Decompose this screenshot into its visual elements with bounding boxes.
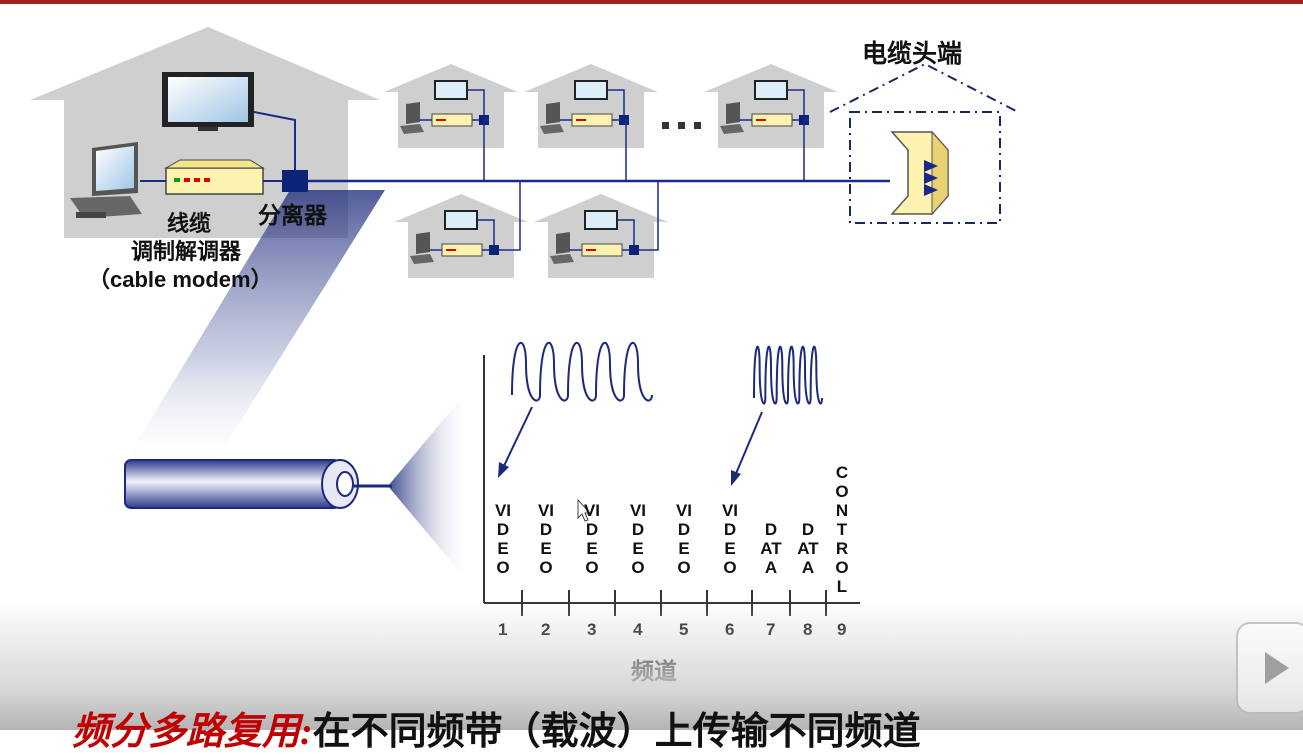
- carrier-wave-low: [511, 342, 653, 402]
- modem-icon: [140, 159, 282, 195]
- channel-label: VIDEO: [721, 501, 739, 577]
- channel-label: VIDEO: [537, 501, 555, 577]
- carrier-wave-high: [753, 345, 823, 405]
- play-button[interactable]: [1236, 622, 1303, 714]
- computer-icon: [70, 142, 142, 218]
- caption-title: 频分多路复用:: [72, 711, 313, 753]
- cable-label: 线缆: [167, 211, 212, 236]
- channel-label: VIDEO: [494, 501, 512, 577]
- channel-label: VIDEO: [629, 501, 647, 577]
- small-house: [534, 181, 668, 278]
- headend-house: [829, 62, 1019, 224]
- splitter-icon: [282, 170, 308, 192]
- small-house: [394, 181, 528, 278]
- arrow-to-channel-6: [731, 411, 763, 486]
- small-house: [704, 64, 838, 181]
- splitter-label: 分离器: [258, 202, 327, 228]
- play-icon: [1265, 652, 1289, 684]
- coax-cable-icon: [124, 388, 470, 584]
- mouse-cursor-icon: [577, 498, 592, 522]
- arrow-to-channel-1: [498, 406, 533, 478]
- top-rule: [0, 0, 1303, 4]
- channel-label: VIDEO: [583, 501, 601, 577]
- ellipsis-dots: [662, 122, 701, 129]
- channel-label: DATA: [797, 520, 819, 577]
- small-house: [524, 64, 658, 181]
- small-house: [384, 64, 518, 181]
- headend-icon: [890, 130, 949, 216]
- slide-caption: 频分多路复用:在不同频带（载波）上传输不同频道: [72, 700, 921, 755]
- modem-english-label: （cable modem）: [88, 267, 273, 292]
- caption-body: 在不同频带（载波）上传输不同频道: [312, 711, 921, 753]
- small-houses: [384, 64, 838, 278]
- headend-label: 电缆头端: [862, 40, 963, 68]
- channel-label: CONTROL: [835, 463, 849, 596]
- modem-label: 调制解调器: [131, 239, 242, 264]
- channel-label: DATA: [760, 520, 782, 577]
- channel-label: VIDEO: [675, 501, 693, 577]
- tv-icon: [162, 72, 296, 172]
- zoom-beam: [120, 190, 385, 470]
- bottom-fade: [0, 600, 1303, 730]
